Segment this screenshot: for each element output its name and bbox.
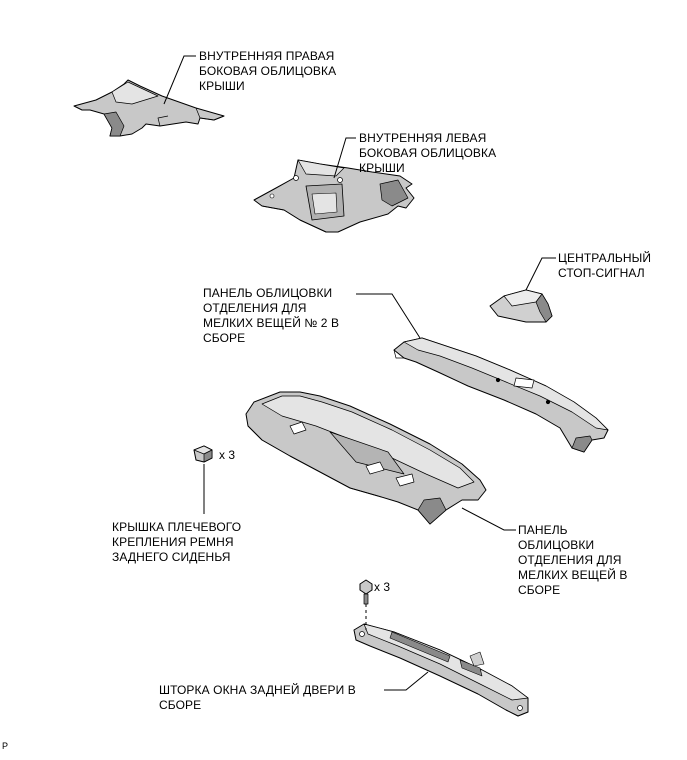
leader-lines [163, 55, 556, 691]
label-right-roof-side-trim: ВНУТРЕННЯЯ ПРАВАЯ БОКОВАЯ ОБЛИЦОВКА КРЫШ… [199, 49, 337, 93]
corner-mark: P [2, 741, 9, 751]
qty-anchor-cover: x 3 [219, 448, 236, 462]
leader-shade [384, 671, 429, 691]
leader-tray-no2 [356, 293, 421, 339]
leader-left-roof-trim [333, 137, 356, 179]
seat-belt-anchor-cover-part [193, 445, 213, 463]
package-tray-trim-no2-part [393, 337, 609, 453]
left-roof-side-trim-part [253, 159, 415, 233]
leader-tray [461, 507, 516, 531]
label-seat-belt-anchor-cover: КРЫШКА ПЛЕЧЕВОГО КРЕПЛЕНИЯ РЕМНЯ ЗАДНЕГО… [112, 520, 242, 564]
qty-bolt: x 3 [374, 580, 391, 594]
label-back-door-shade: ШТОРКА ОКНА ЗАДНЕЙ ДВЕРИ В СБОРЕ [159, 683, 356, 712]
bolt-part [359, 579, 373, 605]
back-door-shade-part [353, 623, 529, 717]
leader-right-roof-trim [163, 55, 196, 105]
label-center-stop-lamp: ЦЕНТРАЛЬНЫЙ СТОП-СИГНАЛ [558, 251, 652, 280]
label-package-tray-trim: ПАНЕЛЬ ОБЛИЦОВКИ ОТДЕЛЕНИЯ ДЛЯ МЕЛКИХ ВЕ… [518, 523, 628, 597]
label-package-tray-trim-no2: ПАНЕЛЬ ОБЛИЦОВКИ ОТДЕЛЕНИЯ ДЛЯ МЕЛКИХ ВЕ… [203, 286, 340, 345]
center-stop-lamp-part [489, 289, 553, 323]
right-roof-side-trim-part [73, 79, 225, 137]
leader-stop-lamp [525, 257, 556, 291]
label-left-roof-side-trim: ВНУТРЕННЯЯ ЛЕВАЯ БОКОВАЯ ОБЛИЦОВКА КРЫШИ [359, 131, 497, 175]
package-tray-trim-part [245, 391, 487, 525]
